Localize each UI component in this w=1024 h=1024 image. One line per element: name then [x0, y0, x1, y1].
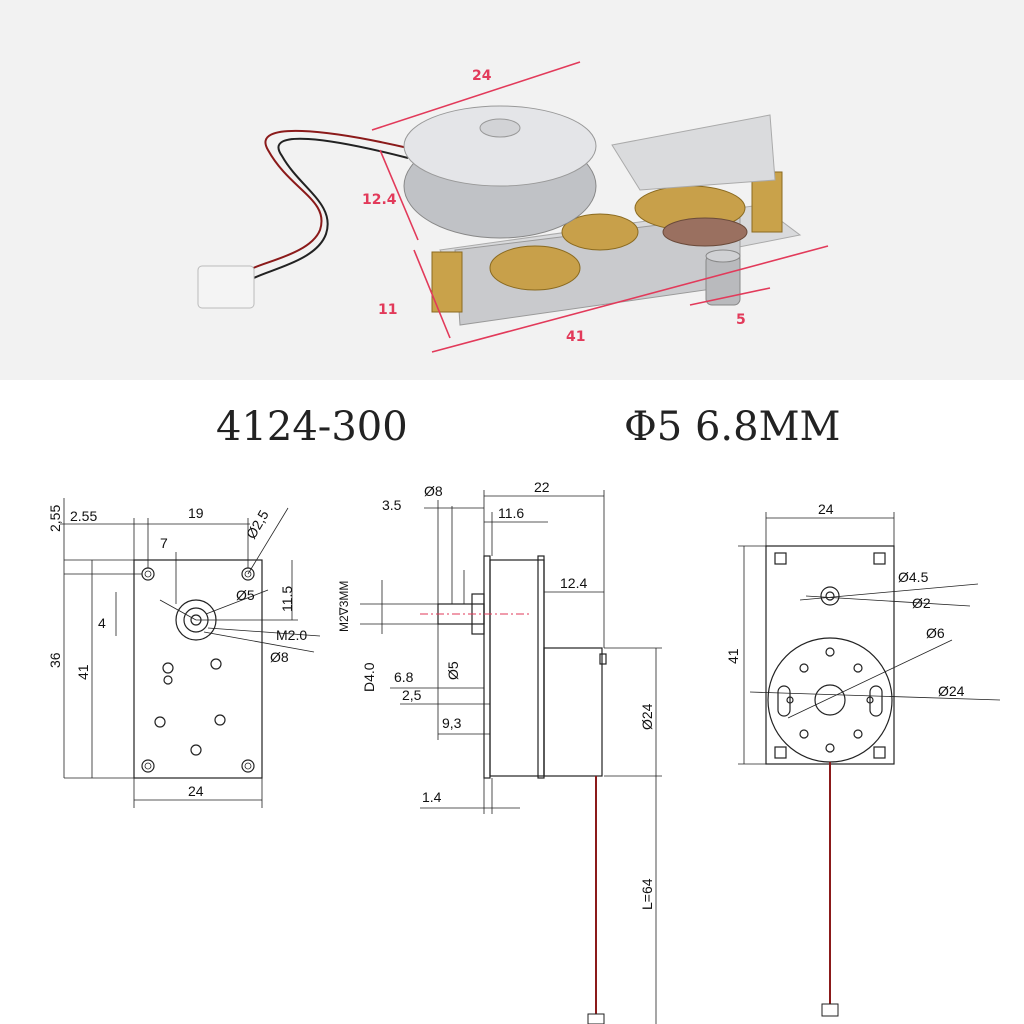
front-dim-m2: M2.0: [276, 627, 307, 643]
photo-dim-41: 41: [566, 329, 585, 345]
side-output-shaft: [437, 603, 485, 625]
gear-copper: [662, 217, 748, 247]
rear-dim-41: 41: [725, 648, 741, 664]
side-dim-wire-length: L=64: [639, 878, 655, 910]
side-dim-d5: Ø5: [445, 661, 461, 680]
product-photo: 24 12.4 11 41 5: [0, 0, 1024, 380]
rear-plate-outline: [765, 545, 895, 765]
gearbox-upper-plate: [611, 114, 776, 191]
dim-line-41: [431, 245, 829, 353]
front-dim-24: 24: [188, 783, 204, 799]
rear-connector: [821, 1003, 839, 1017]
rear-dim-d24: Ø24: [938, 683, 965, 699]
front-dim-4: 4: [98, 615, 106, 631]
black-wire: [249, 137, 409, 281]
rear-motor-boss: [814, 684, 846, 716]
gear-large-front: [489, 245, 581, 291]
rear-view-drawing: 24 41 Ø4.5 Ø2 Ø6 Ø24: [725, 501, 1001, 1017]
model-title: 4124-300: [216, 404, 408, 450]
side-gearbox-body: [489, 559, 545, 777]
rear-dim-d4-5: Ø4.5: [898, 569, 929, 585]
side-dim-1-4: 1.4: [422, 789, 442, 805]
rear-dim-24: 24: [818, 501, 834, 517]
side-dim-d8: Ø8: [424, 483, 443, 499]
shaft-end: [705, 249, 741, 263]
side-motor-can: [543, 647, 603, 777]
dim-line-24: [371, 61, 581, 131]
side-view-drawing: Ø8 22 3.5 11.6 12.4 M2∇3MM D4.0 6.8 Ø5 2…: [337, 479, 662, 1024]
side-dim-d24: Ø24: [639, 703, 655, 730]
side-rear-plate: [537, 555, 545, 779]
front-dim-hole-dia: Ø2,5: [243, 507, 272, 541]
brass-post-front: [431, 251, 463, 313]
wire-connector: [197, 265, 255, 309]
motor-bearing: [479, 118, 521, 138]
photo-dim-5: 5: [736, 312, 746, 328]
front-dim-2-55: 2.55: [70, 508, 97, 524]
front-dim-7: 7: [160, 535, 168, 551]
motor-can-top: [403, 105, 597, 187]
red-wire: [244, 129, 409, 273]
side-front-plate: [483, 555, 491, 779]
hole-top-left: [141, 567, 155, 581]
side-dim-3-5: 3.5: [382, 497, 402, 513]
rear-shaft-hole: [820, 586, 840, 606]
side-dim-6-8: 6.8: [394, 669, 414, 685]
front-dim-d8: Ø8: [270, 649, 289, 665]
side-dim-2-5: 2,5: [402, 687, 422, 703]
front-dim-36: 36: [47, 652, 63, 668]
front-dim-19: 19: [188, 505, 204, 521]
side-dim-11-6: 11.6: [498, 505, 524, 521]
hole-bottom-left: [141, 759, 155, 773]
side-dim-12-4: 12.4: [560, 575, 587, 591]
side-dim-9-3: 9,3: [442, 715, 462, 731]
side-dim-d4: D4.0: [361, 662, 377, 692]
photo-dim-24: 24: [472, 68, 492, 84]
front-view-drawing: 2,55 2.55 19 Ø2,5 7 11.5 4 Ø5 M2.0 Ø8 36…: [47, 498, 321, 808]
dim-line-12-4: [379, 149, 419, 241]
dim-line-11: [413, 249, 451, 339]
front-dim-2-55-vertical: 2,55: [47, 505, 63, 532]
side-dim-thread: M2∇3MM: [337, 581, 351, 632]
shaft-spec-title: Φ5 6.8MM: [624, 404, 840, 450]
side-connector: [587, 1013, 605, 1024]
gear-middle: [561, 213, 639, 251]
photo-dim-12-4: 12.4: [362, 192, 397, 208]
photo-dim-11: 11: [378, 302, 397, 318]
hole-bottom-right: [241, 759, 255, 773]
rear-dim-d6: Ø6: [926, 625, 945, 641]
front-dim-d5: Ø5: [236, 587, 255, 603]
dim-line-5: [689, 287, 771, 306]
front-dim-11-5: 11.5: [279, 586, 295, 612]
side-dim-22: 22: [534, 479, 550, 495]
front-dim-41: 41: [75, 664, 91, 680]
rear-dim-d2: Ø2: [912, 595, 931, 611]
